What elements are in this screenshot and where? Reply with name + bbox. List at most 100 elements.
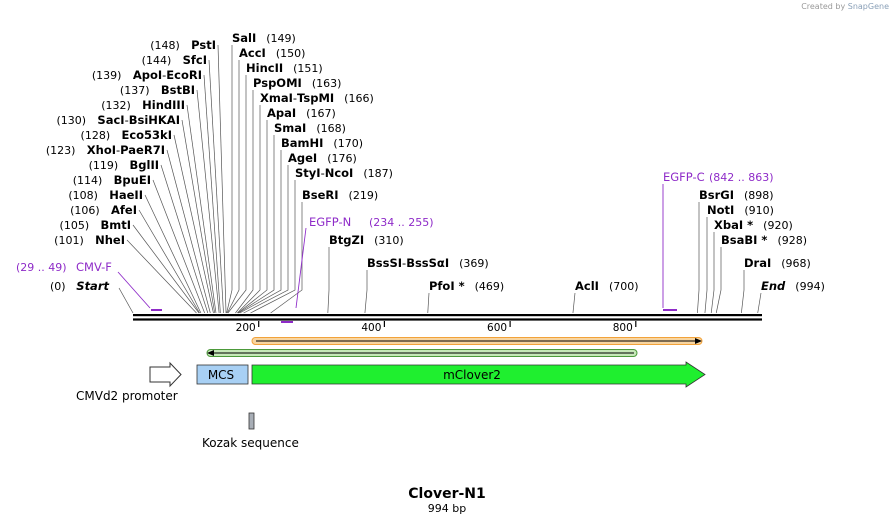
mcs-label: MCS: [208, 368, 234, 382]
site-leader: [217, 44, 227, 314]
promoter-label: CMVd2 promoter: [76, 389, 178, 403]
site-position: (700): [609, 280, 639, 293]
primer-leader: [295, 227, 307, 309]
site-leader: [364, 270, 368, 314]
site-position: (469): [475, 280, 505, 293]
site-hindiii[interactable]: (132) HindIII: [101, 98, 185, 112]
primer-annotations: (29 .. 49)CMV-F EGFP-N(234 .. 255) EGFP-C(…: [16, 170, 774, 323]
site-name: BamHI: [281, 136, 323, 150]
site-acci[interactable]: AccI(150): [239, 46, 305, 60]
orf-forward: [251, 337, 703, 345]
site-position: (119): [89, 159, 119, 172]
site-position: (132): [101, 99, 131, 112]
site-pspomi[interactable]: PspOMI(163): [253, 76, 341, 90]
site-position: (968): [781, 257, 811, 270]
site-bsssi[interactable]: BssSI - BssSαI(369): [367, 256, 489, 270]
site-bamhi[interactable]: BamHI(170): [281, 136, 363, 150]
primer-range: (234 .. 255): [369, 216, 434, 229]
site-apoi[interactable]: (139)ApoI - EcoRI: [92, 68, 202, 82]
site-position: (151): [293, 62, 323, 75]
site-afei[interactable]: (106) AfeI: [70, 203, 137, 217]
site-position: (310): [374, 234, 404, 247]
site-leader: [710, 232, 715, 314]
site-name-2: BsiHKAI: [129, 113, 180, 127]
site-name: AfeI: [111, 203, 137, 217]
site-bseri[interactable]: BseRI(219): [302, 188, 378, 202]
site-bpuei[interactable]: (114) BpuEI: [73, 173, 151, 187]
primer-egfp-c[interactable]: EGFP-C(842 .. 863): [662, 170, 774, 311]
site-name-2: BssSαI: [406, 256, 449, 270]
site-end[interactable]: End(994): [761, 279, 825, 293]
site-name: AgeI: [288, 151, 317, 165]
site-leader: [704, 217, 708, 314]
kozak-label: Kozak sequence: [202, 436, 299, 450]
site-sali[interactable]: SalI(149): [232, 31, 296, 45]
site-leader: [327, 247, 330, 314]
site-position: (114): [73, 174, 103, 187]
site-name: BmtI: [100, 218, 131, 232]
site-name: XmaI: [260, 91, 293, 105]
site-nhei[interactable]: (101)NheI: [54, 233, 125, 247]
site-apai[interactable]: ApaI(167): [267, 106, 336, 120]
site-smai[interactable]: SmaI(168): [274, 121, 346, 135]
site-psti[interactable]: (148)PstI: [150, 38, 216, 52]
restriction-site-labels: (0)Start(101)NheI(105)BmtI(106)AfeI(108)…: [46, 31, 825, 293]
mcs-box: [196, 364, 249, 385]
site-haeii[interactable]: (108) HaeII: [68, 188, 143, 202]
site-bsrgi[interactable]: BsrGI(898): [699, 188, 774, 202]
site-leader: [196, 89, 220, 314]
site-saci[interactable]: (130)SacI - BsiHKAI: [56, 113, 180, 127]
site-position: (108): [68, 189, 98, 202]
primer-egfp-n[interactable]: EGFP-N(234 .. 255): [281, 215, 434, 323]
primer-range: (842 .. 863): [709, 171, 774, 184]
site-name: HindIII: [142, 98, 185, 112]
site-name: SmaI: [274, 121, 306, 135]
primer-cmv-f[interactable]: (29 .. 49)CMV-F: [16, 260, 162, 311]
site-xmai[interactable]: XmaI - TspMI(166): [260, 91, 374, 105]
site-position: (369): [459, 257, 489, 270]
site-separator: -: [162, 68, 166, 82]
site-pfoi[interactable]: PfoI *(469): [429, 279, 504, 293]
site-separator: -: [402, 256, 406, 270]
feature-kozak-sequence[interactable]: Kozak sequence: [202, 412, 299, 450]
feature-cmvd2-promoter[interactable]: CMVd2 promoter: [76, 361, 182, 403]
primer-name: CMV-F: [76, 260, 112, 274]
site-position: (149): [266, 32, 296, 45]
site-position: (910): [744, 204, 774, 217]
site-name: Start: [76, 279, 109, 293]
site-xbai[interactable]: XbaI *(920): [714, 218, 793, 232]
site-name: ApaI: [267, 106, 296, 120]
plasmid-length: 994 bp: [428, 502, 466, 515]
site-name: DraI: [744, 256, 771, 270]
site-bmti[interactable]: (105)BmtI: [60, 218, 131, 232]
orf-reverse: [206, 349, 638, 357]
site-styi[interactable]: StyI - NcoI(187): [295, 166, 393, 180]
site-leader: [118, 287, 134, 314]
site-eco53ki[interactable]: (128)Eco53kI: [81, 128, 172, 142]
site-leader: [238, 135, 275, 314]
site-position: (106): [70, 204, 100, 217]
site-start[interactable]: (0)Start: [50, 279, 110, 293]
site-sfci[interactable]: (144)SfcI: [142, 53, 207, 67]
site-position: (219): [349, 189, 379, 202]
site-name: BpuEI: [114, 173, 151, 187]
site-xhoi[interactable]: (123)XhoI - PaeR7I: [46, 143, 165, 157]
feature-mcs[interactable]: MCS: [196, 364, 249, 385]
site-hincii[interactable]: HincII(151): [246, 61, 323, 75]
site-name-2: TspMI: [297, 91, 334, 105]
site-acli[interactable]: AclI(700): [575, 279, 639, 293]
site-leader: [227, 75, 247, 314]
site-name: HaeII: [109, 188, 143, 202]
site-bstbi[interactable]: (137)BstBI: [120, 83, 195, 97]
feature-mclover2[interactable]: mClover2: [251, 361, 706, 388]
site-bsabi[interactable]: BsaBI *(928): [721, 233, 807, 247]
site-bglii[interactable]: (119)BglII: [89, 158, 159, 172]
site-btgzi[interactable]: BtgZI(310): [329, 233, 404, 247]
site-name: SacI: [97, 113, 124, 127]
site-leader: [715, 247, 722, 314]
site-drai[interactable]: DraI (968): [744, 256, 811, 270]
site-agei[interactable]: AgeI(176): [288, 151, 357, 165]
site-noti[interactable]: NotI(910): [707, 203, 774, 217]
